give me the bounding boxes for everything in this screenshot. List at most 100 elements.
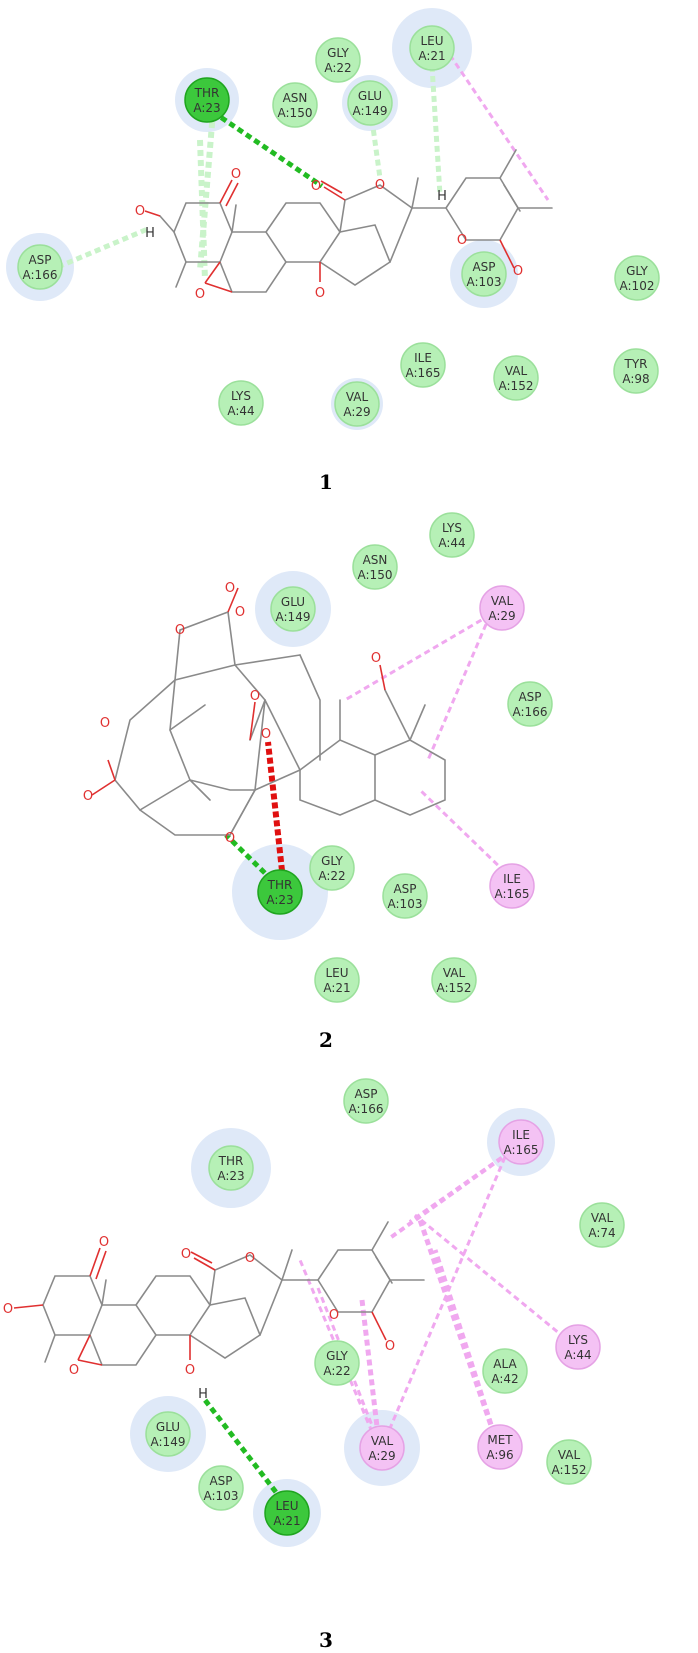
residue-node [614, 255, 660, 301]
residue-number-label: A:44 [438, 536, 465, 550]
residue-node [489, 863, 535, 909]
residue-name-label: ILE [414, 351, 432, 365]
residue-name-label: GLU [156, 1420, 180, 1434]
ligand-structure-1 [144, 149, 553, 293]
residue-number-label: A:98 [622, 372, 649, 386]
residue-node [184, 77, 230, 123]
residue-node [315, 37, 361, 83]
residue-node [579, 1202, 625, 1248]
residue-name-label: LEU [275, 1499, 298, 1513]
residue-node [264, 1490, 310, 1536]
residue-number-label: A:42 [491, 1372, 518, 1386]
oxygen-atom-label: O [245, 1251, 255, 1266]
residue-name-label: GLY [321, 854, 343, 868]
residue-node [359, 1425, 405, 1471]
residue-node [218, 380, 264, 426]
residue-number-label: A:74 [588, 1226, 615, 1240]
residue-node [461, 251, 507, 297]
oxygen-atom-label: O [225, 831, 235, 846]
residue-name-label: ALA [493, 1357, 517, 1371]
residue-number-label: A:165 [504, 1143, 539, 1157]
residue-number-label: A:149 [353, 104, 388, 118]
oxygen-atom-label: O [231, 167, 241, 182]
alkyl-interaction-line-2 [344, 613, 491, 702]
oxygen-atom-label: O [99, 1235, 109, 1250]
residue-node [314, 957, 360, 1003]
residue-name-label: THR [194, 86, 220, 100]
residue-number-label: A:21 [418, 49, 445, 63]
residue-node [477, 1424, 523, 1470]
atom-label-layer: O O H O O O O H O O O O O O O O O O O O … [3, 167, 523, 1402]
residue-node [613, 348, 659, 394]
residue-name-label: ASN [363, 553, 388, 567]
residue-node [493, 355, 539, 401]
residue-number-label: A:150 [358, 568, 393, 582]
residue-node [17, 244, 63, 290]
residue-number-label: A:23 [193, 101, 220, 115]
residue-number-label: A:22 [318, 869, 345, 883]
hbond-line-2 [224, 833, 274, 882]
residue-number-label: A:152 [437, 981, 472, 995]
hbond-line-3 [203, 1398, 284, 1502]
oxygen-atom-label: O [261, 727, 271, 742]
residue-node [507, 681, 553, 727]
residue-node [270, 586, 316, 632]
carbon-hbond-line-1 [429, 65, 443, 196]
oxygen-atom-label: O [83, 789, 93, 804]
residue-name-label: ASP [209, 1474, 232, 1488]
residue-node [272, 82, 318, 128]
residue-name-label: LYS [442, 521, 462, 535]
residue-node [409, 25, 455, 71]
residue-name-label: GLY [626, 264, 648, 278]
alkyl-interaction-line-2 [426, 614, 492, 761]
residue-number-label: A:152 [499, 379, 534, 393]
hydrogen-atom-label: H [145, 226, 155, 241]
panel-caption-3: 3 [319, 1628, 333, 1652]
residue-node [382, 873, 428, 919]
residue-number-label: A:22 [324, 61, 351, 75]
residue-number-label: A:166 [349, 1102, 384, 1116]
residue-number-label: A:103 [204, 1489, 239, 1503]
residue-node [498, 1119, 544, 1165]
residue-node [145, 1411, 191, 1457]
residue-layer: THRA:23ASNA:150GLYA:22GLUA:149LEUA:21ASP… [17, 25, 660, 1536]
residue-name-label: ASP [518, 690, 541, 704]
